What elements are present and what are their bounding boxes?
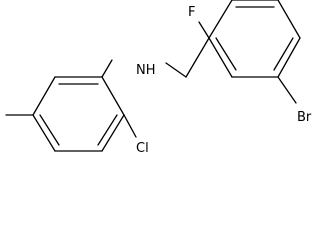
bromine-bond — [277, 76, 297, 104]
bond-r3 — [277, 0, 301, 39]
bond-l3-inner — [97, 114, 118, 146]
bond-l6 — [32, 76, 56, 116]
nh-label: NH — [136, 63, 156, 78]
bond-l5 — [32, 114, 56, 152]
bond-l3 — [101, 114, 125, 152]
ring-to-nh-bond — [101, 59, 113, 78]
bond-r4-inner — [273, 37, 294, 71]
bond-r4 — [277, 37, 301, 78]
structure-svg: F NH Br Cl — [5, 0, 312, 156]
ch2-to-ring-bond — [185, 37, 210, 78]
fluorine-label: F — [188, 5, 195, 20]
chlorine-bond — [123, 114, 137, 138]
molecule-diagram: F NH Br Cl — [5, 0, 312, 156]
left-aryl-ring — [32, 76, 125, 152]
bond-r6 — [208, 37, 233, 78]
bond-r1 — [208, 0, 233, 39]
chlorine-label: Cl — [136, 141, 149, 156]
fluorine-bond — [198, 21, 210, 39]
bromine-label: Br — [297, 110, 312, 125]
bond-r6-inner — [215, 37, 237, 71]
bond-l2 — [101, 76, 125, 116]
right-aryl-ring — [208, 0, 301, 78]
nh-to-ch2-bond — [165, 62, 187, 78]
bond-l5-inner — [39, 114, 60, 146]
